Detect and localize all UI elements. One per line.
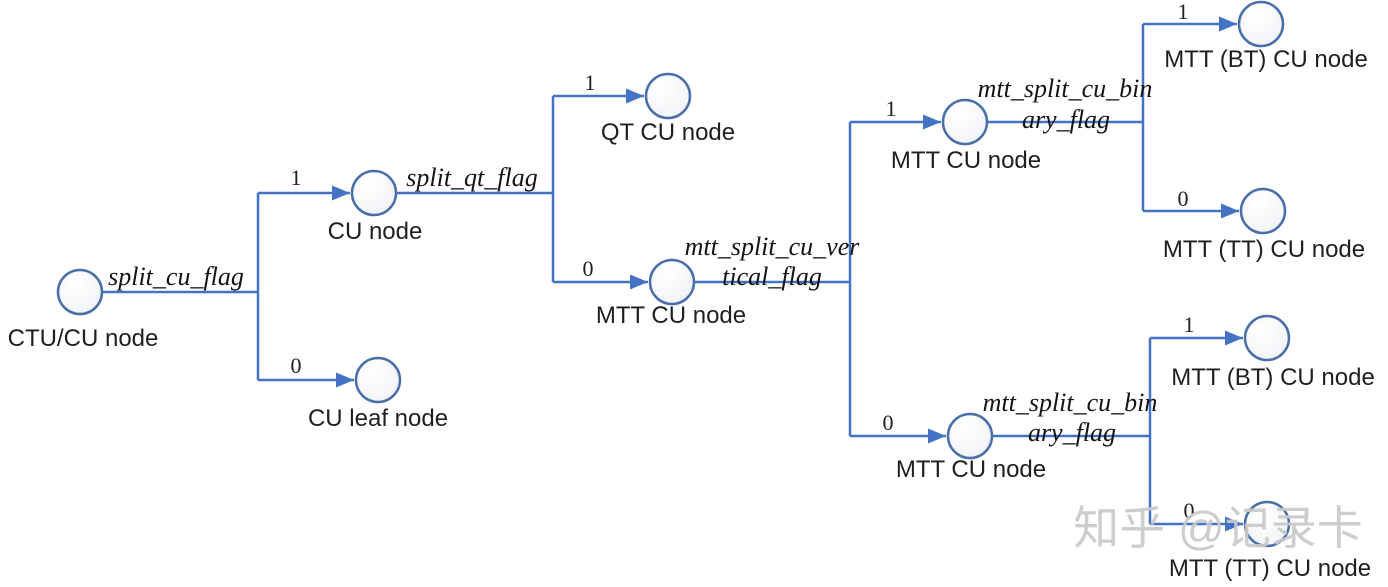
node-mtt-tt-bottom <box>1243 500 1291 548</box>
node-mtt-cu-lower <box>946 412 994 460</box>
flag-mtt-vertical-line2: tical_flag <box>722 262 822 291</box>
node-qt-cu <box>644 72 692 120</box>
edge-group <box>101 16 1243 532</box>
node-mtt-tt-upper <box>1239 187 1287 235</box>
node-mtt-bt-lower <box>1243 314 1291 362</box>
label-mtt-bt-node-lower: MTT (BT) CU node <box>1171 364 1375 391</box>
node-cu-leaf <box>354 356 402 404</box>
branch-value-leaf-0: 0 <box>291 353 302 378</box>
flag-mtt-binary-lower-line2: ary_flag <box>1028 418 1116 447</box>
branch-value-bt-lower-1: 1 <box>1184 312 1195 337</box>
label-cu-node: CU node <box>328 218 423 245</box>
flag-mtt-binary-lower-line1: mtt_split_cu_bin <box>983 388 1158 417</box>
node-mtt-cu-mid <box>648 258 696 306</box>
label-mtt-cu-node-mid: MTT CU node <box>596 302 746 329</box>
node-ctu-cu <box>56 268 104 316</box>
node-cu <box>350 169 398 217</box>
flag-split-cu-flag: split_cu_flag <box>108 262 244 291</box>
branch-value-tt-bottom-0: 0 <box>1184 498 1195 523</box>
label-ctu-cu-node: CTU/CU node <box>8 325 159 352</box>
label-cu-leaf-node: CU leaf node <box>308 405 448 432</box>
label-mtt-tt-node-upper: MTT (TT) CU node <box>1163 236 1365 263</box>
zhihu-watermark: 知乎 @记录卡 <box>1073 502 1362 554</box>
label-mtt-cu-node-upper: MTT CU node <box>891 147 1041 174</box>
label-qt-cu-node: QT CU node <box>601 119 735 146</box>
flag-mtt-binary-upper-line2: ary_flag <box>1022 105 1110 134</box>
branch-value-bt-top-1: 1 <box>1178 0 1189 24</box>
branch-value-cu-1: 1 <box>291 165 302 190</box>
node-mtt-bt-top <box>1237 0 1285 48</box>
flag-label-group: split_cu_flag split_qt_flag mtt_split_cu… <box>108 74 1157 447</box>
branch-value-tt-upper-0: 0 <box>1178 186 1189 211</box>
branch-value-lower-0: 0 <box>883 410 894 435</box>
label-mtt-tt-node-bottom: MTT (TT) CU node <box>1169 555 1371 582</box>
branch-value-group: 1 0 1 0 1 0 1 0 1 0 <box>291 0 1195 523</box>
branch-value-qt-1: 1 <box>585 70 596 95</box>
flag-split-qt-flag: split_qt_flag <box>406 163 537 192</box>
branch-value-mtt-mid-0: 0 <box>583 256 594 281</box>
flag-mtt-binary-upper-line1: mtt_split_cu_bin <box>978 74 1153 103</box>
flag-mtt-vertical-line1: mtt_split_cu_ver <box>685 232 861 261</box>
node-group <box>56 0 1291 548</box>
node-label-group: CTU/CU node CU node CU leaf node QT CU n… <box>8 46 1375 582</box>
label-mtt-bt-node-top: MTT (BT) CU node <box>1164 46 1368 73</box>
label-mtt-cu-node-lower: MTT CU node <box>896 456 1046 483</box>
node-mtt-cu-upper <box>941 98 989 146</box>
branch-value-upper-1: 1 <box>886 96 897 121</box>
